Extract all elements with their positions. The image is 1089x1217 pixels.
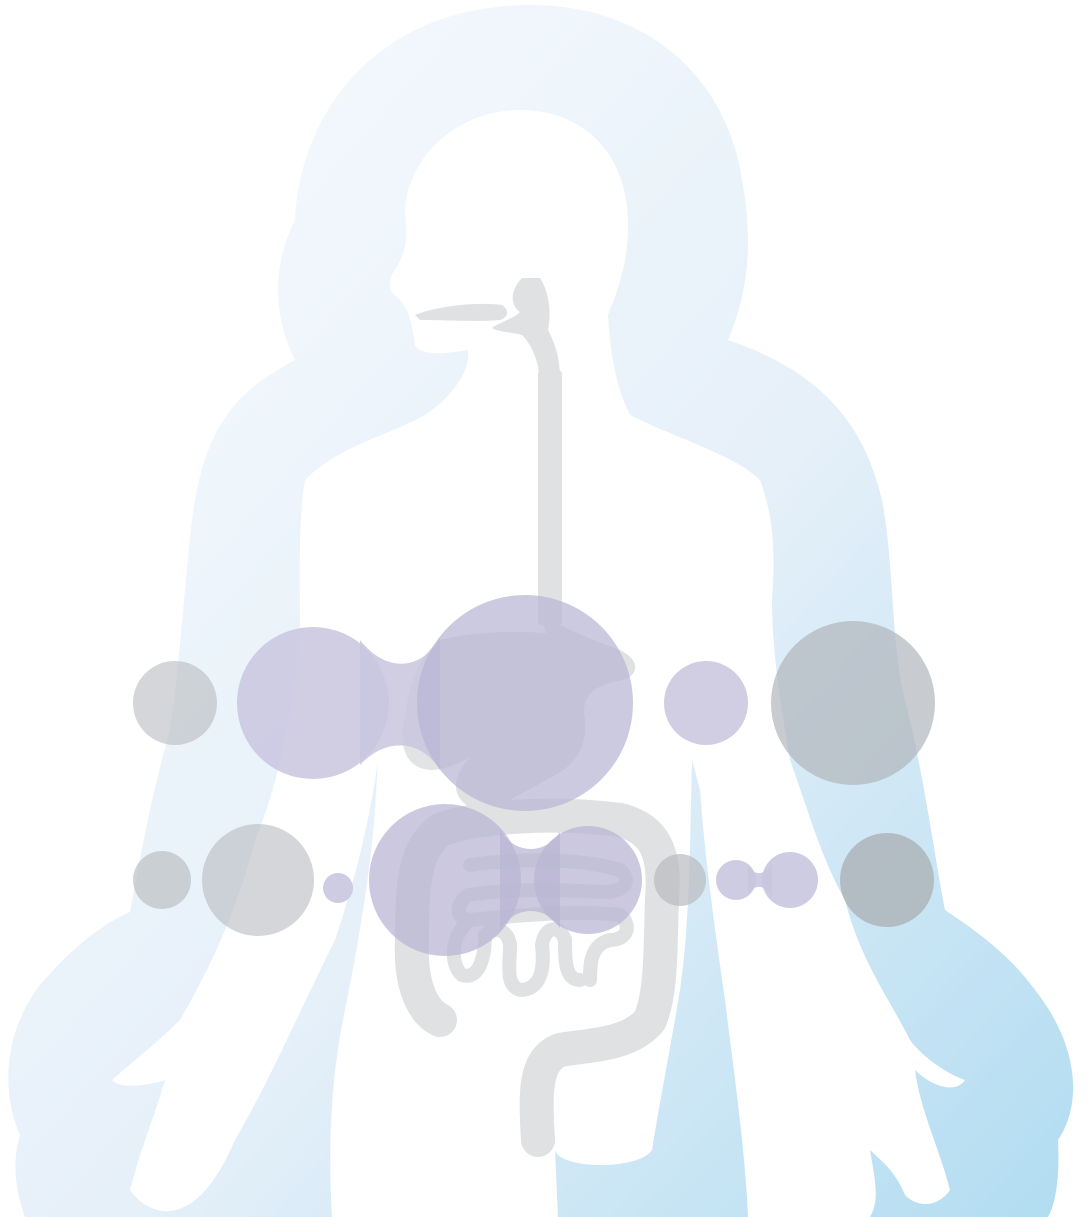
bubble-gray — [133, 851, 191, 909]
bubble-lavender — [323, 873, 353, 903]
bubble-gray — [133, 661, 217, 745]
bubble-lavender — [417, 595, 633, 811]
bubble-gray — [202, 824, 314, 936]
rectum-icon — [522, 1120, 554, 1145]
bubble-gray — [654, 854, 706, 906]
esophagus-icon — [538, 370, 562, 625]
bubble-gray — [840, 833, 934, 927]
bubble-gray — [771, 621, 935, 785]
bubble-lavender — [369, 804, 521, 956]
bubble-lavender — [664, 661, 748, 745]
